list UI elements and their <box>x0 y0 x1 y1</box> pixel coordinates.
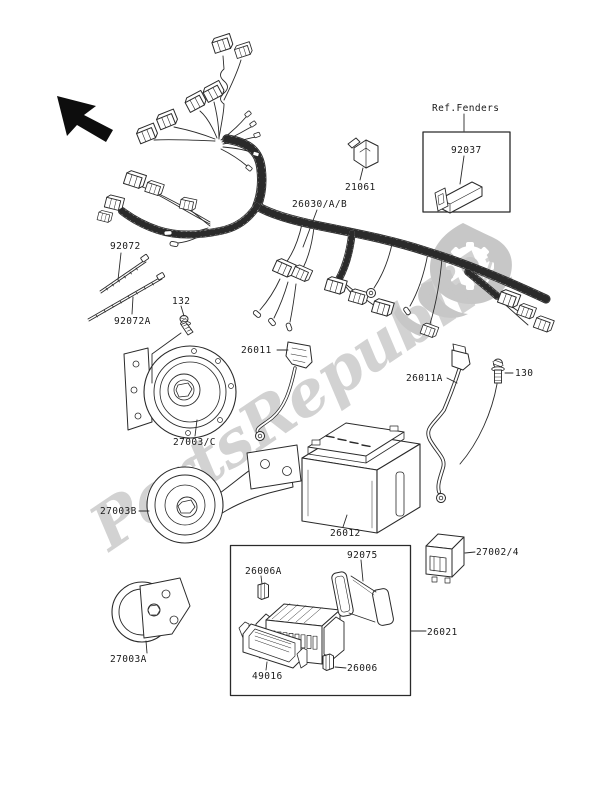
ref-fenders-box <box>422 131 511 214</box>
part-label-26012: 26012 <box>330 528 361 539</box>
direction-arrow-icon <box>57 96 113 142</box>
cover-49016 <box>238 621 308 669</box>
part-label-27002: 27002/4 <box>476 547 519 558</box>
band-92075 <box>331 571 394 626</box>
part-label-132: 132 <box>172 296 191 307</box>
part-label-92037: 92037 <box>451 145 482 156</box>
relay-27002 <box>425 533 465 584</box>
bolt-130 <box>491 358 505 384</box>
clip-21061 <box>347 137 379 169</box>
horn-27003a <box>111 577 191 643</box>
damper-92037 <box>434 181 483 214</box>
part-label-92072a: 92072A <box>114 316 151 327</box>
part-label-92072: 92072 <box>110 241 141 252</box>
part-label-27003a: 27003A <box>110 654 147 665</box>
cable-tie-92072 <box>99 254 150 294</box>
part-label-27003b: 27003B <box>100 506 137 517</box>
part-label-26030: 26030/A/B <box>292 199 348 210</box>
cable-tie-92072a <box>87 272 166 322</box>
part-label-92075: 92075 <box>347 550 378 561</box>
horn-27003b <box>146 444 302 544</box>
part-label-27003c: 27003/C <box>173 437 216 448</box>
fuse-group-box <box>229 544 412 697</box>
leader-lines <box>117 113 514 671</box>
part-label-26021: 26021 <box>427 627 458 638</box>
part-label-49016: 49016 <box>252 671 283 682</box>
part-label-26011a: 26011A <box>406 373 443 384</box>
battery-cable-26011a <box>426 343 471 505</box>
screw-132 <box>179 315 194 336</box>
part-label-130: 130 <box>515 368 534 379</box>
horn-27003c <box>123 345 237 439</box>
ref-fenders-label: Ref.Fenders <box>432 103 500 114</box>
battery-lead-26011 <box>253 341 313 443</box>
battery-26012 <box>301 422 421 534</box>
harness-connectors <box>96 33 555 339</box>
part-label-26006a: 26006A <box>245 566 282 577</box>
part-label-21061: 21061 <box>345 182 376 193</box>
part-label-26011: 26011 <box>241 345 272 356</box>
part-label-26006: 26006 <box>347 663 378 674</box>
